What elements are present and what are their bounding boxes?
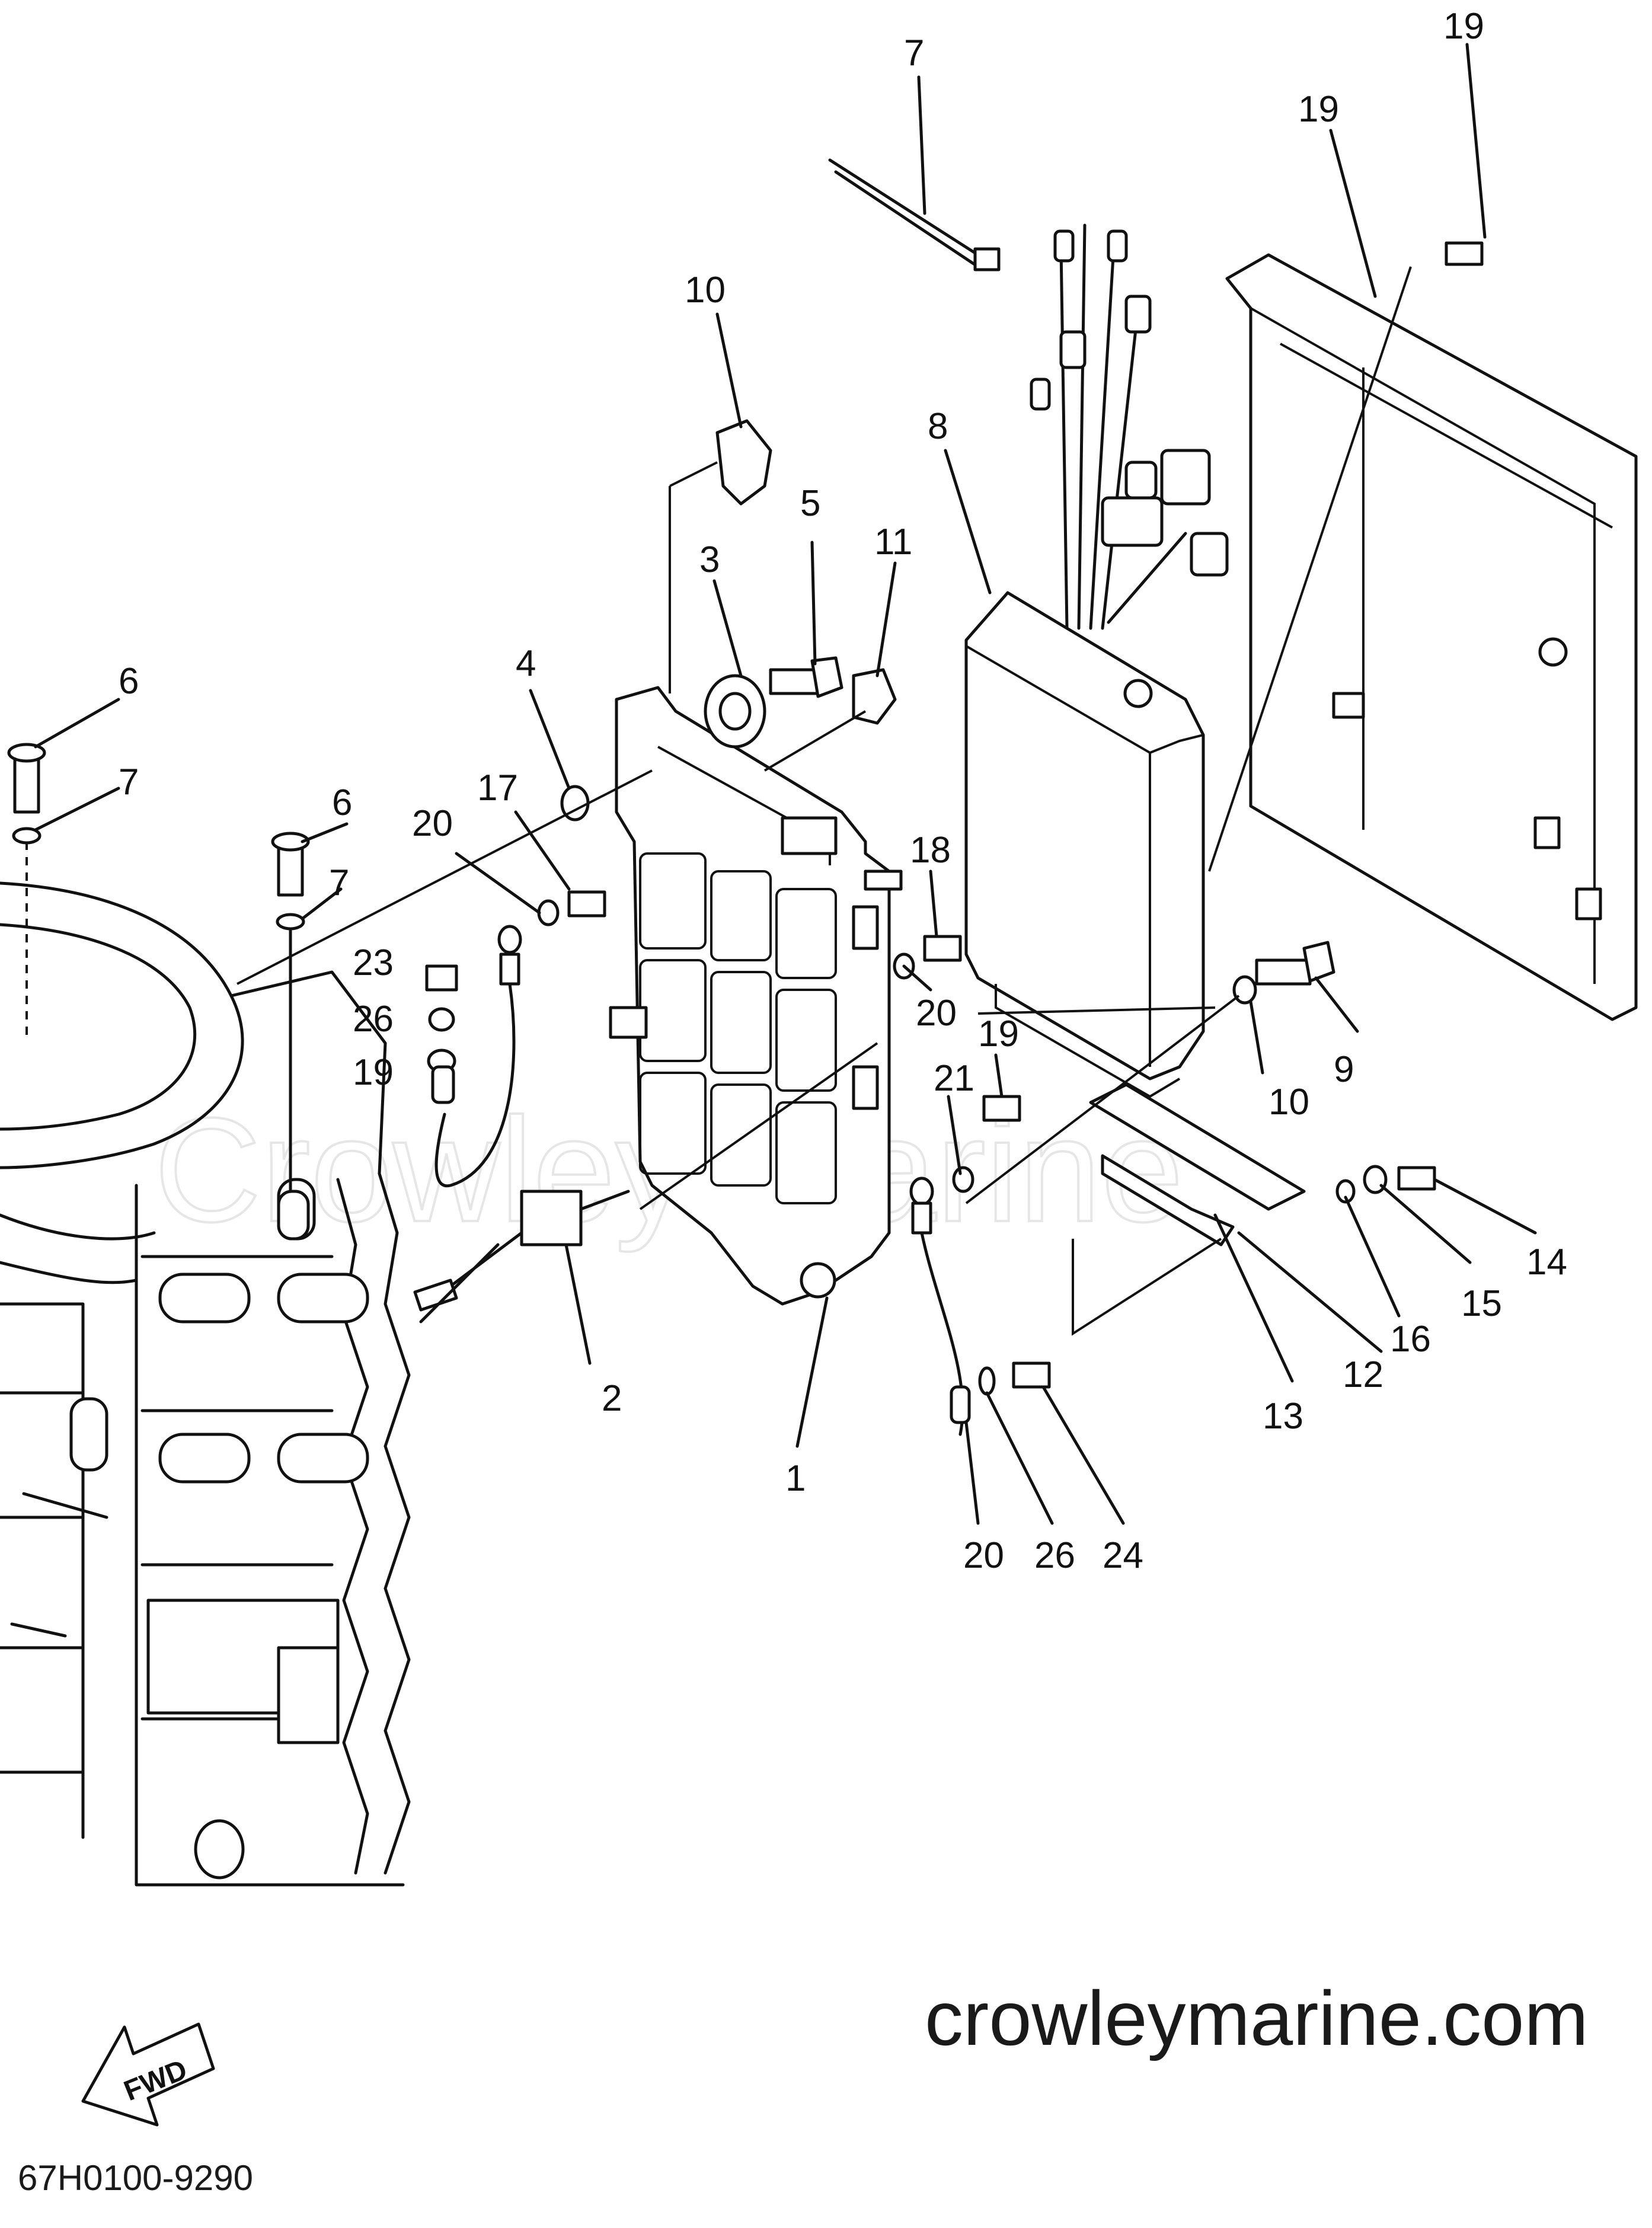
- callout-20-left: 20: [412, 803, 453, 844]
- callout-11: 10: [1268, 1082, 1309, 1123]
- callout-18: 16: [1390, 1319, 1431, 1360]
- fwd-arrow-icon: FWD: [81, 2022, 215, 2127]
- ecu-box-part: [964, 223, 1229, 1098]
- callouts: 7 19 19 10 8 5 11 3 4 6 7 17 6 20 7 18 2…: [119, 6, 1567, 1576]
- callout-25-bottom: 24: [1103, 1535, 1143, 1576]
- callout-2: 2: [602, 1378, 622, 1419]
- callout-23: 19: [353, 1052, 394, 1093]
- callout-17: 15: [1461, 1283, 1502, 1324]
- callout-25-left: 23: [353, 942, 394, 983]
- callout-1: 1: [785, 1458, 806, 1499]
- small-parts: [7, 158, 1484, 1436]
- callout-22: 19: [1443, 6, 1484, 47]
- callout-26-bottom: 26: [1034, 1535, 1075, 1576]
- engine-block: [0, 881, 411, 1887]
- website-footer: crowleymarine.com: [925, 1975, 1589, 2061]
- callout-19-right: 19: [978, 1014, 1019, 1054]
- callout-9: 7: [904, 33, 924, 73]
- callout-7-mid: 7: [329, 862, 349, 903]
- callout-16: 14: [1526, 1242, 1567, 1283]
- callout-5: 5: [800, 483, 820, 524]
- callout-12: 10: [685, 270, 726, 311]
- callout-20-right: 21: [934, 1058, 974, 1099]
- callout-24: 20: [963, 1535, 1004, 1576]
- callout-10: 9: [1334, 1049, 1354, 1090]
- bracket-plate-part: [609, 686, 903, 1306]
- callout-7-top: 7: [119, 762, 139, 803]
- callout-19-mid: 18: [910, 830, 951, 871]
- callout-26-left: 26: [353, 999, 394, 1040]
- cover-part: [1225, 253, 1638, 1021]
- callout-15: 13: [1263, 1396, 1303, 1437]
- callout-20-mid: 20: [916, 993, 957, 1034]
- callout-6-top: 6: [119, 661, 139, 702]
- leader-lines: [34, 43, 1537, 1525]
- callout-6-mid: 6: [332, 782, 352, 823]
- callout-19-left: 17: [477, 768, 518, 808]
- callout-13: 11: [874, 522, 912, 562]
- callout-3: 3: [699, 539, 720, 580]
- callout-14: 12: [1343, 1354, 1383, 1395]
- callout-4: 4: [516, 643, 536, 684]
- diagram-code: 67H0100-9290: [18, 2158, 254, 2198]
- callout-8: 8: [928, 406, 948, 447]
- callout-21: 19: [1298, 89, 1339, 130]
